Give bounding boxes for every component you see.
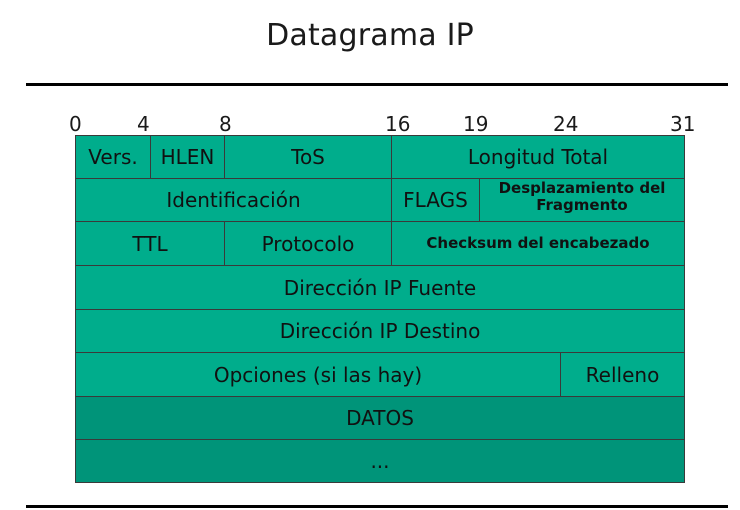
bottom-rule: [26, 505, 728, 508]
field-identification: Identificación: [75, 178, 392, 222]
top-rule: [26, 83, 728, 86]
field-options: Opciones (si las hay): [75, 352, 561, 397]
field-fragment-offset: Desplazamiento del Fragmento: [479, 178, 685, 222]
bit-label-0: 0: [69, 112, 82, 136]
field-tos: ToS: [224, 135, 392, 179]
field-ttl: TTL: [75, 221, 225, 266]
bit-label-16: 16: [385, 112, 411, 136]
field-protocol: Protocolo: [224, 221, 392, 266]
field-source-ip: Dirección IP Fuente: [75, 265, 685, 310]
field-data: DATOS: [75, 396, 685, 440]
field-total-length: Longitud Total: [391, 135, 685, 179]
bit-label-8: 8: [219, 112, 232, 136]
diagram-title: Datagrama IP: [266, 18, 474, 53]
field-flags: FLAGS: [391, 178, 480, 222]
field-destination-ip: Dirección IP Destino: [75, 309, 685, 353]
bit-label-24: 24: [553, 112, 579, 136]
field-padding: Relleno: [560, 352, 685, 397]
bit-label-4: 4: [137, 112, 150, 136]
field-header-checksum: Checksum del encabezado: [391, 221, 685, 266]
field-hlen: HLEN: [150, 135, 225, 179]
bit-label-31: 31: [670, 112, 696, 136]
bit-label-19: 19: [463, 112, 489, 136]
field-data-continuation: ...: [75, 439, 685, 483]
field-version: Vers.: [75, 135, 151, 179]
